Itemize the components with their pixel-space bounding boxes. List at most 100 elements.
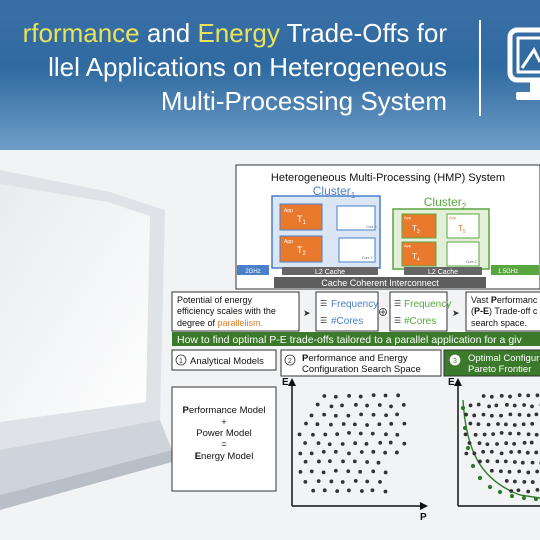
search-space-point xyxy=(321,449,326,454)
search-space-point xyxy=(389,421,394,426)
search-space-point xyxy=(489,449,494,454)
freq-2: 1.5GHz xyxy=(498,269,518,275)
search-space-point xyxy=(486,422,491,427)
svg-text:3: 3 xyxy=(453,358,457,365)
search-space-point xyxy=(464,451,469,456)
search-space-point xyxy=(464,412,468,417)
header-banner: rformance and Energy Trade-Offs for llel… xyxy=(0,0,540,150)
hmp-title: Heterogeneous Multi-Processing (HMP) Sys… xyxy=(271,172,505,184)
search-space-point xyxy=(401,403,406,407)
svg-text:App: App xyxy=(404,243,412,248)
svg-text:How to find optimal P-E trade-: How to find optimal P-E trade-offs tailo… xyxy=(177,334,522,346)
search-space-point xyxy=(473,432,478,437)
search-space-point xyxy=(340,403,344,408)
search-space-point xyxy=(322,412,327,417)
pareto-point xyxy=(509,493,515,499)
search-space-point xyxy=(476,402,481,407)
svg-text:Vast Performanc: Vast Performanc xyxy=(471,295,538,305)
search-space-point xyxy=(463,432,468,437)
search-space-point xyxy=(402,441,407,446)
search-space-point xyxy=(509,450,514,454)
search-space-point xyxy=(298,470,303,474)
svg-text:degree of parallelism.: degree of parallelism. xyxy=(177,318,263,328)
search-space-point xyxy=(530,480,535,484)
svg-text:E: E xyxy=(448,377,455,388)
search-space-point xyxy=(508,431,512,436)
search-space-point xyxy=(354,402,358,407)
search-space-point xyxy=(384,413,388,418)
task-t2-label: T2 xyxy=(297,245,307,257)
search-space-point xyxy=(508,394,512,399)
models-box xyxy=(171,386,277,492)
search-space-point xyxy=(359,489,364,493)
core-t5 xyxy=(446,213,480,239)
title-line-2: llel Applications on Heterogeneous xyxy=(48,52,447,82)
svg-text:Configuration Search Space: Configuration Search Space xyxy=(302,364,421,375)
header-divider xyxy=(479,20,481,116)
search-space-point xyxy=(477,441,482,446)
search-space-point xyxy=(383,470,388,475)
search-space-point xyxy=(329,479,334,484)
search-space-point xyxy=(467,441,472,445)
search-space-point xyxy=(517,412,522,417)
search-space-point xyxy=(315,402,320,407)
search-space-point xyxy=(384,432,388,437)
search-space-point xyxy=(315,422,320,427)
search-space-point xyxy=(309,469,314,474)
pareto-frontier-curve xyxy=(462,399,540,499)
svg-text:#Cores: #Cores xyxy=(331,316,363,327)
svg-text:Core Z: Core Z xyxy=(466,260,478,264)
search-space-point xyxy=(530,404,534,409)
title-line-3: Multi-Processing System xyxy=(160,86,447,116)
svg-text:Cache Coherent Interconnect: Cache Coherent Interconnect xyxy=(321,278,439,288)
search-space-point xyxy=(395,412,399,417)
svg-text:Pareto Frontier: Pareto Frontier xyxy=(468,364,531,375)
search-space-point xyxy=(370,431,375,436)
search-space-point xyxy=(526,489,531,494)
pareto-point xyxy=(460,405,466,411)
cluster-1-label: Cluster1 xyxy=(313,184,356,200)
search-space-point xyxy=(495,442,499,446)
svg-text:Performance and Energy: Performance and Energy xyxy=(302,353,408,364)
search-space-point xyxy=(358,431,363,436)
search-space-point xyxy=(370,488,375,493)
svg-text:App: App xyxy=(404,215,412,220)
search-space-point xyxy=(526,413,531,418)
search-space-point xyxy=(499,430,504,435)
slider-icon: ☰ xyxy=(320,299,327,308)
pareto-point xyxy=(497,489,503,495)
search-space-point xyxy=(333,394,338,399)
search-space-point xyxy=(365,423,369,427)
search-space-point xyxy=(504,479,509,483)
potential-box xyxy=(171,291,300,332)
search-space-point xyxy=(529,440,534,445)
search-space-point xyxy=(503,459,508,464)
search-space-point xyxy=(303,479,308,484)
implies-arrow-2: ➤ xyxy=(452,308,460,318)
cluster2-knobs-box xyxy=(389,291,448,332)
search-space-point xyxy=(530,460,535,465)
svg-text:Power Model: Power Model xyxy=(196,428,251,439)
search-space-point xyxy=(468,421,473,426)
svg-text:L2 Cache: L2 Cache xyxy=(428,269,458,276)
step-2-header xyxy=(280,349,442,377)
implies-arrow-1: ➤ xyxy=(303,308,311,318)
search-space-point xyxy=(402,421,407,426)
search-space-point xyxy=(535,393,540,398)
slider-icon: ☰ xyxy=(320,316,327,325)
search-space-point xyxy=(333,449,338,454)
search-space-point xyxy=(377,403,382,407)
svg-text:Frequency: Frequency xyxy=(404,299,451,310)
cluster-2-label: Cluster2 xyxy=(424,195,467,211)
task-t5-label: T5 xyxy=(458,224,466,235)
search-space-point xyxy=(327,459,332,464)
core-y xyxy=(338,237,376,263)
search-space-point xyxy=(396,393,401,398)
search-space-point xyxy=(359,412,363,417)
svg-text:App: App xyxy=(284,208,293,214)
search-space-point xyxy=(512,423,517,427)
search-space-point xyxy=(508,412,513,417)
search-space-point xyxy=(517,469,522,474)
search-space-point xyxy=(491,432,496,436)
